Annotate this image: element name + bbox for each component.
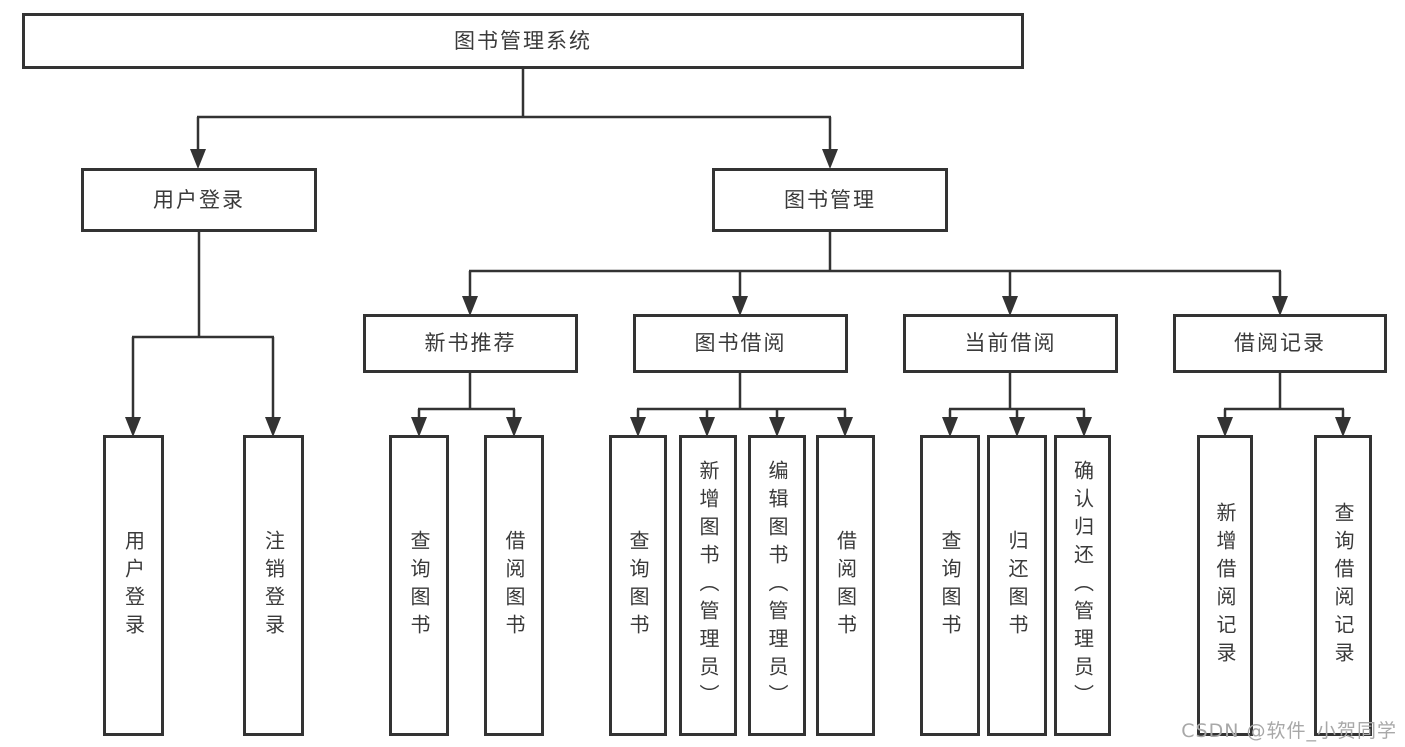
node-library-system: 图书管理系统 xyxy=(22,13,1024,69)
node-book-borrowing: 图书借阅 xyxy=(633,314,848,373)
node-label: 新增借阅记录 xyxy=(1213,501,1237,670)
node-current-borrowing: 当前借阅 xyxy=(903,314,1118,373)
leaf-borrow-books: 借阅图书 xyxy=(816,435,875,736)
arrowhead-down-icon xyxy=(506,417,522,437)
arrowhead-down-icon xyxy=(1002,296,1018,316)
leaf-user-login: 用户登录 xyxy=(103,435,164,736)
node-label: 借阅图书 xyxy=(502,529,526,642)
leaf-borrow-books-recommend: 借阅图书 xyxy=(484,435,544,736)
node-user-login: 用户登录 xyxy=(81,168,317,232)
node-label: 查询图书 xyxy=(407,529,431,642)
node-label: 查询借阅记录 xyxy=(1331,501,1355,670)
leaf-query-borrow-record: 查询借阅记录 xyxy=(1314,435,1372,736)
arrowhead-down-icon xyxy=(769,417,785,437)
node-label: 当前借阅 xyxy=(964,331,1057,355)
arrowhead-down-icon xyxy=(1076,417,1092,437)
arrowhead-down-icon xyxy=(125,417,141,437)
arrowhead-down-icon xyxy=(1272,296,1288,316)
arrowhead-down-icon xyxy=(1009,417,1025,437)
leaf-confirm-return-admin: 确认归还（管理员） xyxy=(1054,435,1111,736)
arrowhead-down-icon xyxy=(732,296,748,316)
node-label: 编辑图书（管理员） xyxy=(765,459,789,712)
node-new-book-recommend: 新书推荐 xyxy=(363,314,578,373)
leaf-query-books-borrow: 查询图书 xyxy=(609,435,667,736)
watermark: CSDN @软件_小贺同学 xyxy=(1181,720,1397,742)
leaf-add-borrow-record: 新增借阅记录 xyxy=(1197,435,1253,736)
node-label: 归还图书 xyxy=(1005,529,1029,642)
arrowhead-down-icon xyxy=(837,417,853,437)
leaf-edit-book-admin: 编辑图书（管理员） xyxy=(748,435,806,736)
node-label: 新书推荐 xyxy=(424,331,517,355)
node-label: 借阅图书 xyxy=(833,529,858,642)
node-label: 确认归还（管理员） xyxy=(1070,459,1095,712)
arrowhead-down-icon xyxy=(462,296,478,316)
node-label: 图书借阅 xyxy=(694,331,787,355)
arrowhead-down-icon xyxy=(630,417,646,437)
arrowhead-down-icon xyxy=(411,417,427,437)
leaf-return-book: 归还图书 xyxy=(987,435,1047,736)
node-label: 用户登录 xyxy=(153,187,245,212)
node-label: 图书管理 xyxy=(784,187,876,212)
leaf-query-books-current: 查询图书 xyxy=(920,435,980,736)
node-label: 注销登录 xyxy=(261,529,286,642)
leaf-logout: 注销登录 xyxy=(243,435,304,736)
leaf-query-books-recommend: 查询图书 xyxy=(389,435,449,736)
arrowhead-down-icon xyxy=(265,417,281,437)
arrowhead-down-icon xyxy=(190,149,206,169)
leaf-add-book-admin: 新增图书（管理员） xyxy=(679,435,737,736)
arrowhead-down-icon xyxy=(1217,417,1233,437)
node-book-management: 图书管理 xyxy=(712,168,948,232)
arrowhead-down-icon xyxy=(822,149,838,169)
node-label: 查询图书 xyxy=(626,529,650,642)
node-label: 用户登录 xyxy=(121,529,146,642)
arrowhead-down-icon xyxy=(1335,417,1351,437)
node-label: 图书管理系统 xyxy=(454,28,592,53)
node-label: 新增图书（管理员） xyxy=(696,459,720,712)
node-label: 借阅记录 xyxy=(1234,331,1326,355)
node-borrowing-records: 借阅记录 xyxy=(1173,314,1387,373)
node-label: 查询图书 xyxy=(938,529,962,642)
arrowhead-down-icon xyxy=(699,417,715,437)
arrowhead-down-icon xyxy=(942,417,958,437)
